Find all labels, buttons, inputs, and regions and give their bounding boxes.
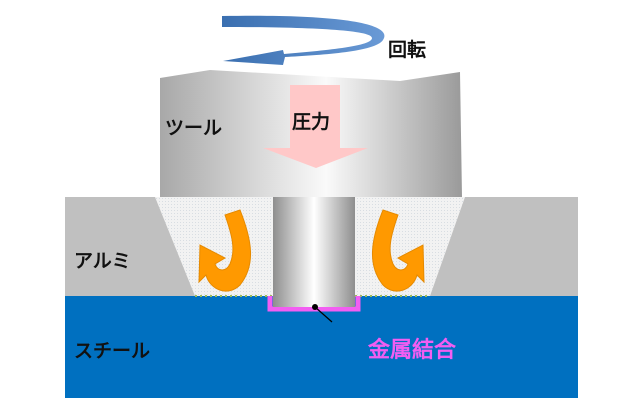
tool-pin bbox=[273, 197, 355, 307]
aluminum-plate-left bbox=[65, 197, 195, 296]
flow-arrow-right bbox=[372, 209, 425, 292]
rotation-arrow bbox=[222, 15, 385, 65]
aluminum-label: アルミ bbox=[74, 250, 131, 272]
leader-line bbox=[314, 306, 333, 323]
aluminum-plate-right bbox=[430, 197, 578, 296]
rotation-label: 回転 bbox=[388, 39, 426, 61]
pressure-arrow bbox=[263, 85, 368, 168]
flow-arrow-left bbox=[198, 209, 251, 292]
metal-bond-label: 金属結合 bbox=[367, 337, 457, 363]
tool-label: ツール bbox=[165, 117, 222, 139]
pressure-label: 圧力 bbox=[292, 110, 330, 133]
steel-label: スチール bbox=[74, 340, 150, 362]
